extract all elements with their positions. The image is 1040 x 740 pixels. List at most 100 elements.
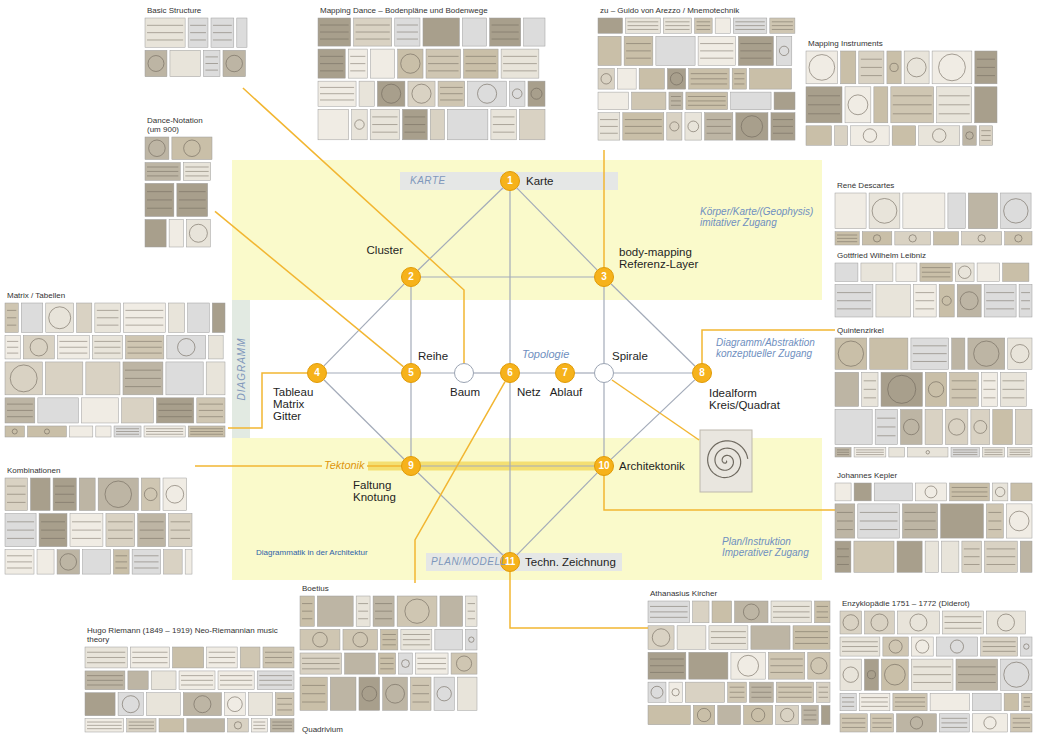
collage-title: Kombinationen bbox=[7, 466, 193, 475]
thumbnail bbox=[447, 109, 487, 140]
thumbnail-detail bbox=[7, 404, 33, 405]
thumbnail-detail bbox=[302, 685, 325, 686]
thumbnail-detail bbox=[652, 629, 670, 647]
thumbnail-detail bbox=[983, 380, 995, 381]
thumbnail-detail bbox=[688, 100, 726, 101]
thumbnail bbox=[373, 596, 394, 626]
thumbnail-detail bbox=[600, 133, 618, 134]
thumbnail bbox=[930, 693, 969, 711]
thumbnail-detail bbox=[707, 119, 731, 120]
thumbnail bbox=[835, 504, 855, 538]
thumbnail-detail bbox=[7, 555, 32, 556]
thumbnail bbox=[123, 303, 165, 333]
thumbnail bbox=[908, 448, 948, 457]
thumbnail-detail bbox=[493, 124, 515, 125]
thumbnail bbox=[509, 81, 525, 106]
thumbnail bbox=[415, 653, 448, 674]
thumbnail-detail bbox=[179, 208, 206, 209]
thumbnail-detail bbox=[97, 317, 119, 318]
thumbnail bbox=[528, 81, 545, 106]
thumbnail-detail bbox=[672, 689, 679, 696]
image-collage: Enzyklopädie 1751 – 1772 (Diderot) bbox=[840, 598, 1035, 735]
thumbnail bbox=[770, 18, 795, 33]
thumbnail bbox=[45, 362, 82, 395]
thumbnail-detail bbox=[628, 25, 659, 26]
collage-thumbnails bbox=[835, 263, 1032, 317]
node-number: 1 bbox=[501, 172, 519, 190]
thumbnail bbox=[151, 671, 176, 690]
thumbnail-detail bbox=[600, 126, 618, 127]
thumbnail bbox=[902, 504, 937, 538]
thumbnail-detail bbox=[97, 310, 119, 311]
thumbnail-detail bbox=[87, 657, 125, 658]
thumbnail bbox=[38, 398, 79, 423]
thumbnail-detail bbox=[952, 389, 977, 390]
image-collage: Mapping Dance – Bodenpläne und Bodenwege bbox=[318, 5, 548, 150]
thumbnail bbox=[275, 693, 294, 716]
thumbnail bbox=[709, 626, 748, 650]
connector-line bbox=[520, 372, 555, 373]
thumbnail bbox=[145, 18, 185, 47]
thumbnail bbox=[623, 113, 664, 140]
thumbnail-detail bbox=[872, 722, 891, 723]
thumbnail bbox=[733, 18, 766, 33]
thumbnail-detail bbox=[1024, 702, 1030, 703]
thumbnail-detail bbox=[867, 671, 875, 679]
thumbnail-detail bbox=[55, 486, 74, 487]
thumbnail bbox=[23, 336, 54, 359]
thumbnail-detail bbox=[939, 104, 970, 105]
thumbnail-detail bbox=[55, 494, 74, 495]
thumbnail-detail bbox=[362, 686, 377, 701]
thumbnail bbox=[173, 647, 204, 668]
thumbnail bbox=[986, 611, 1025, 634]
thumbnail-detail bbox=[382, 644, 395, 645]
thumbnail bbox=[408, 81, 435, 106]
thumbnail-detail bbox=[115, 567, 127, 568]
thumbnail-detail bbox=[213, 32, 232, 33]
thumbnail-detail bbox=[804, 715, 817, 716]
thumbnail-detail bbox=[7, 538, 34, 539]
thumbnail bbox=[39, 514, 67, 547]
thumbnail-detail bbox=[697, 21, 711, 22]
connector-line bbox=[603, 383, 604, 456]
thumbnail bbox=[438, 81, 465, 106]
collage-title: Matrix / Tabellen bbox=[7, 291, 226, 300]
thumbnail-detail bbox=[837, 292, 871, 293]
thumbnail-detail bbox=[456, 656, 471, 671]
thumbnail-detail bbox=[7, 567, 32, 568]
thumbnail bbox=[524, 18, 545, 46]
collage-thumbnails bbox=[835, 193, 1032, 245]
thumbnail-detail bbox=[626, 43, 651, 44]
thumbnail bbox=[401, 629, 432, 650]
thumbnail bbox=[669, 92, 683, 110]
thumbnail bbox=[70, 514, 103, 547]
thumbnail bbox=[897, 714, 937, 732]
thumbnail bbox=[345, 653, 376, 674]
collage-title: Mapping Dance – Bodenpläne und Bodenwege bbox=[320, 6, 546, 15]
thumbnail-detail bbox=[837, 548, 849, 549]
thumbnail bbox=[920, 263, 952, 281]
thumbnail-detail bbox=[372, 132, 397, 133]
collage-title: Hugo Riemann (1849 – 1919) Neo-Riemannia… bbox=[87, 626, 295, 644]
thumbnail bbox=[956, 659, 998, 690]
thumbnail bbox=[145, 183, 174, 216]
thumbnail-detail bbox=[837, 520, 853, 521]
thumbnail-detail bbox=[358, 611, 368, 612]
collage-title: Basic Structure bbox=[147, 6, 248, 15]
thumbnail-detail bbox=[125, 378, 161, 379]
thumbnail bbox=[206, 362, 225, 395]
thumbnail bbox=[891, 87, 934, 123]
thumbnail-detail bbox=[628, 21, 659, 22]
thumbnail bbox=[370, 49, 394, 78]
thumbnail-detail bbox=[372, 124, 397, 125]
thumbnail bbox=[648, 682, 666, 702]
thumbnail-detail bbox=[856, 452, 884, 453]
thumbnail bbox=[806, 87, 842, 123]
thumbnail-detail bbox=[397, 32, 418, 33]
thumbnail-detail bbox=[856, 449, 884, 450]
thumbnail bbox=[975, 51, 997, 84]
thumbnail bbox=[835, 263, 858, 281]
thumbnail-detail bbox=[688, 121, 699, 132]
thumbnail-detail bbox=[302, 702, 325, 703]
thumbnail-detail bbox=[751, 697, 771, 698]
